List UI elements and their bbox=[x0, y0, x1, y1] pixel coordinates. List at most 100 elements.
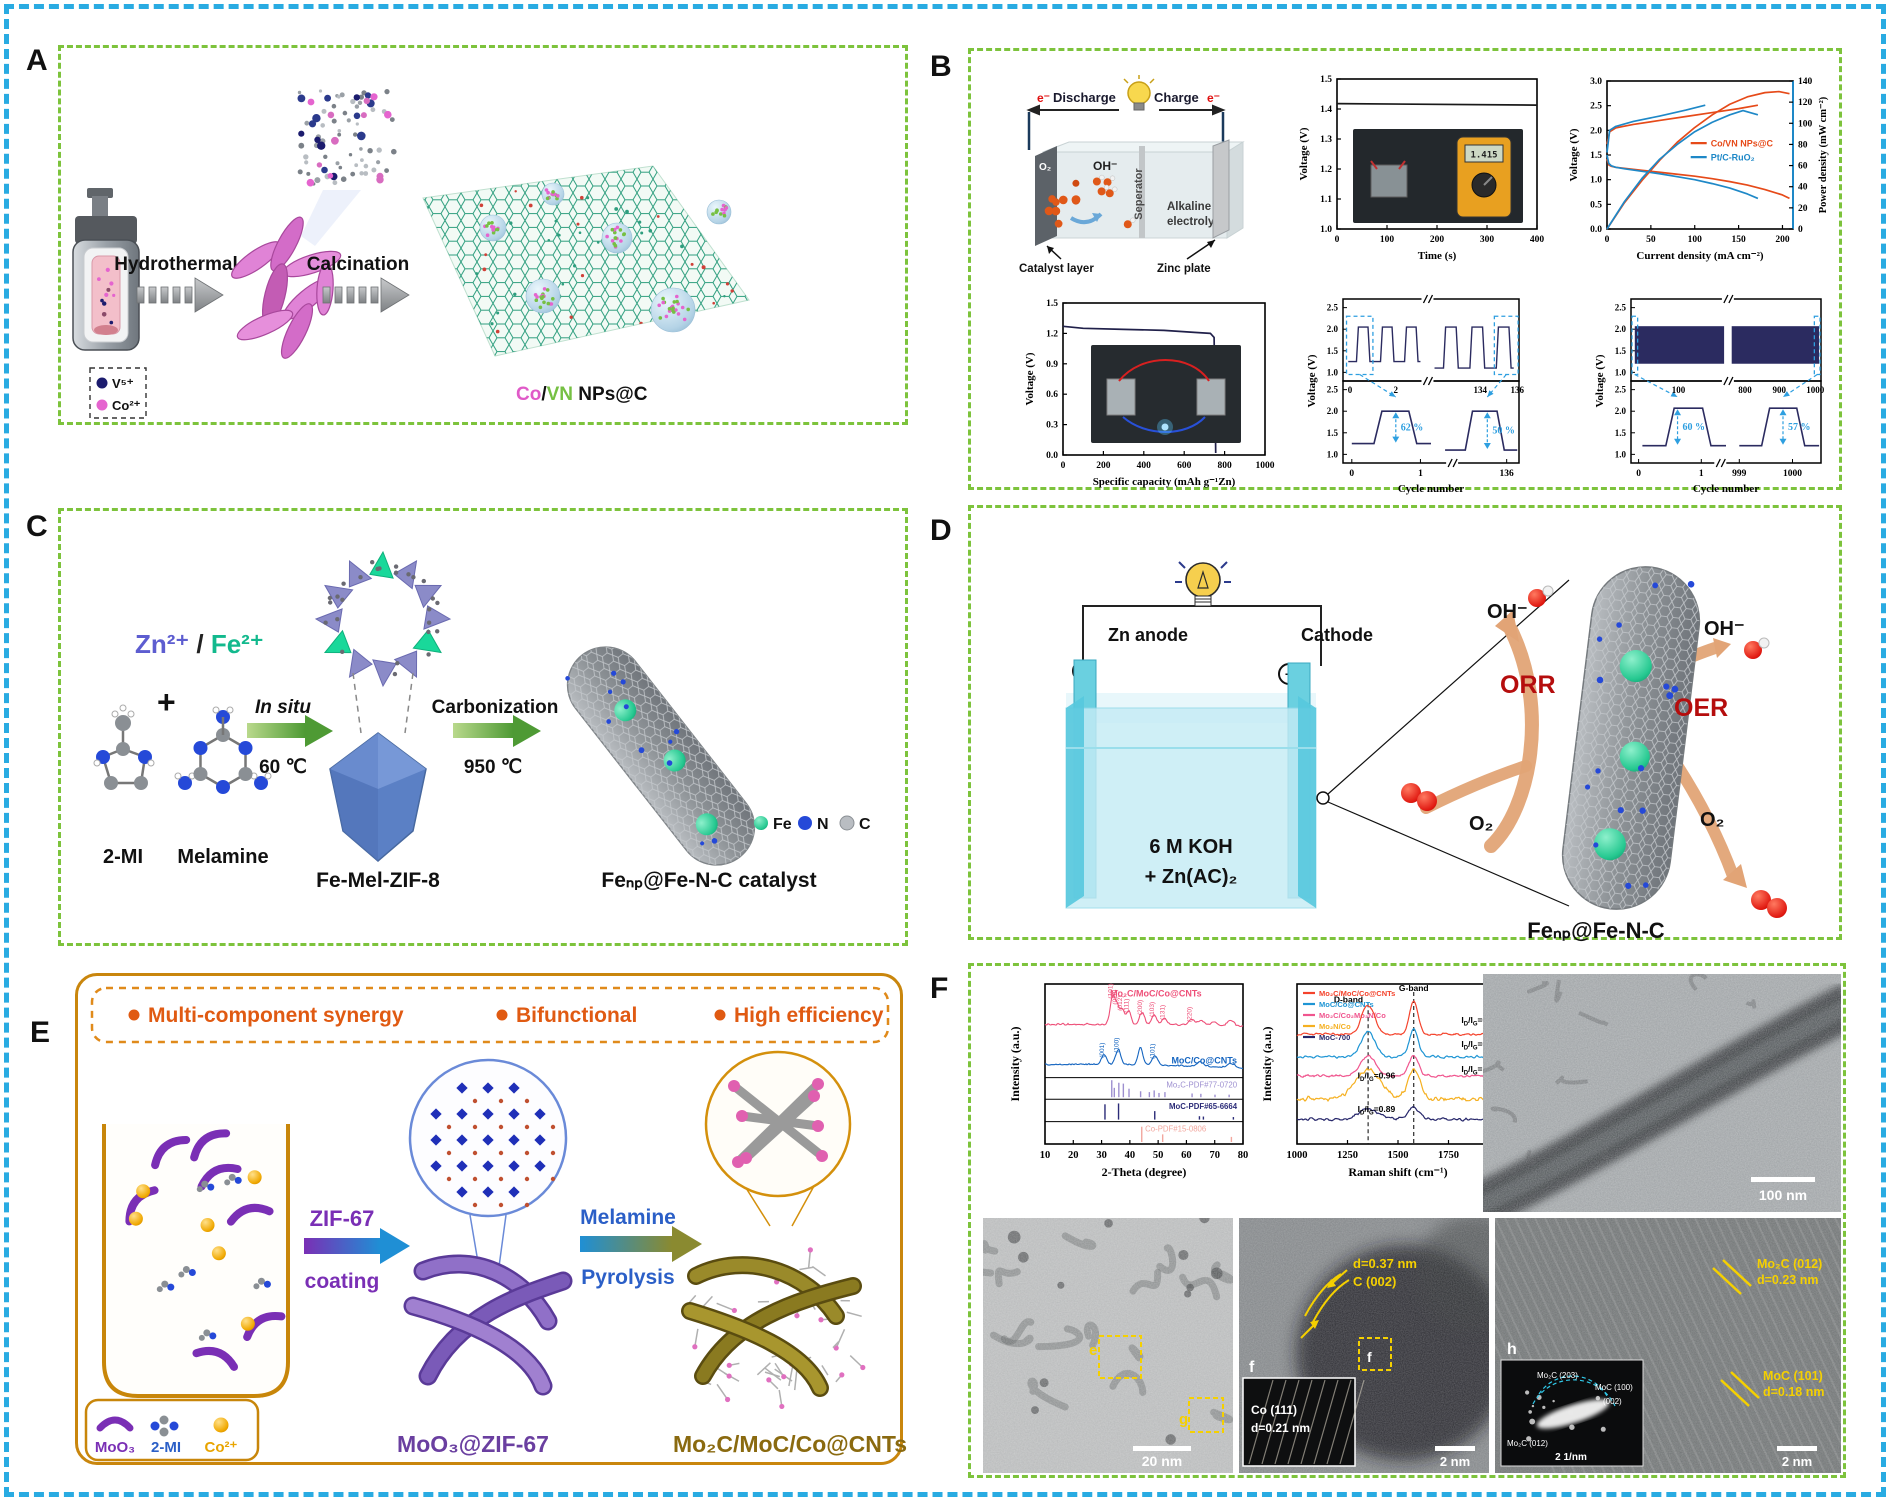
scale-bar bbox=[1751, 1177, 1815, 1182]
svg-text:(220): (220) bbox=[1187, 1007, 1194, 1022]
2mi-molecule-icon bbox=[93, 704, 155, 790]
svg-text:0: 0 bbox=[1061, 461, 1066, 471]
bulb-icon bbox=[1123, 75, 1155, 111]
svg-text:2.5: 2.5 bbox=[1615, 303, 1627, 313]
zoom-point bbox=[1316, 791, 1330, 805]
carbonization-label: Carbonization bbox=[432, 697, 559, 718]
panel-label-f: F bbox=[930, 972, 949, 1005]
svg-text:MoC-PDF#65-6664: MoC-PDF#65-6664 bbox=[1169, 1102, 1238, 1111]
panel-e-synthesis-mo2c: Multi-component synergy Bifunctional Hig… bbox=[75, 973, 907, 1465]
svg-text:60: 60 bbox=[1798, 162, 1808, 172]
legend-v5-label: V⁵⁺ bbox=[112, 376, 134, 391]
svg-text:60: 60 bbox=[1181, 1150, 1192, 1161]
svg-text:1.1: 1.1 bbox=[1320, 195, 1332, 205]
bullet-icon bbox=[714, 1009, 726, 1021]
svg-text:136: 136 bbox=[1510, 385, 1524, 395]
water-molecules bbox=[1092, 174, 1136, 229]
svg-text:(200): (200) bbox=[1137, 1000, 1144, 1015]
svg-text:Pt/C-RuO₂: Pt/C-RuO₂ bbox=[1711, 153, 1755, 163]
svg-text:0.5: 0.5 bbox=[1590, 200, 1602, 210]
svg-text:1.0: 1.0 bbox=[1320, 225, 1332, 235]
oh-left-molecule-icon bbox=[1528, 585, 1554, 607]
inset-label-2: MoC (100) bbox=[1595, 1383, 1633, 1392]
svg-text:Mo₂C/MoC/Co@CNTs: Mo₂C/MoC/Co@CNTs bbox=[1110, 988, 1202, 998]
svg-text:Voltage (V): Voltage (V) bbox=[1306, 354, 1318, 407]
svg-text:40: 40 bbox=[1798, 183, 1808, 193]
legend-c-label: C bbox=[859, 816, 871, 833]
melamine-label: Melamine bbox=[580, 1206, 676, 1229]
panel-e-drawing: Multi-component synergy Bifunctional Hig… bbox=[84, 986, 907, 1462]
mof-structure-icon bbox=[297, 89, 397, 187]
d018-label: d=0.18 nm bbox=[1763, 1385, 1825, 1399]
svg-text:100: 100 bbox=[1672, 385, 1686, 395]
svg-text:ID/IG=0.96: ID/IG=0.96 bbox=[1358, 1070, 1396, 1083]
zif67-label: ZIF-67 bbox=[310, 1206, 375, 1231]
lattice-marker bbox=[1304, 1273, 1350, 1323]
svg-text:120: 120 bbox=[1798, 98, 1813, 108]
svg-text:999: 999 bbox=[1732, 469, 1747, 479]
panel-a-drawing: Hydrothermal Calcination V⁵⁺ Co²⁺ Co/VN … bbox=[72, 89, 750, 419]
banner-item-3: High efficiency bbox=[734, 1004, 884, 1027]
carbon-nanotube-icon bbox=[565, 646, 756, 866]
panel-letter-h: h bbox=[1507, 1341, 1517, 1358]
inset-cone-lines2 bbox=[745, 1185, 815, 1227]
svg-text:D-band: D-band bbox=[1334, 994, 1363, 1004]
panel-b-zn-air-performance: e⁻ Discharge Charge e⁻ O₂ OH⁻ Seperator … bbox=[968, 48, 1842, 495]
oh-left-label: OH⁻ bbox=[1487, 601, 1528, 623]
2mi-icon bbox=[150, 1415, 179, 1437]
zif8-ring-structure-icon bbox=[314, 550, 452, 688]
svg-text:1.415: 1.415 bbox=[1470, 151, 1497, 161]
o2-label: O₂ bbox=[1039, 162, 1051, 173]
inset-lattice bbox=[1242, 1377, 1356, 1467]
melamine-molecule-icon bbox=[174, 706, 272, 794]
zif-label: Fe-Mel-ZIF-8 bbox=[316, 869, 440, 892]
magnifier-cone bbox=[301, 190, 361, 246]
svg-text:1.4: 1.4 bbox=[1320, 105, 1332, 115]
discharge-label: Discharge bbox=[1053, 90, 1116, 105]
svg-text:Mo₂N/Co: Mo₂N/Co bbox=[1319, 1022, 1351, 1031]
svg-text:0.9: 0.9 bbox=[1046, 360, 1058, 370]
cnt-bundle-icon bbox=[728, 1078, 828, 1168]
svg-text:1000: 1000 bbox=[1783, 469, 1802, 479]
svg-text:2.0: 2.0 bbox=[1327, 324, 1339, 334]
arrow-carbonization-icon bbox=[453, 715, 541, 747]
inset-label-4: Mo₂C (012) bbox=[1507, 1439, 1548, 1448]
svg-text:(100): (100) bbox=[1113, 1038, 1120, 1053]
svg-text:1.0: 1.0 bbox=[1327, 449, 1339, 459]
svg-text:G-band: G-band bbox=[1399, 983, 1429, 993]
n-dot-icon bbox=[798, 816, 812, 830]
svg-text:2.0: 2.0 bbox=[1615, 324, 1627, 334]
zif67-structure-icon bbox=[430, 1082, 556, 1208]
moc101-label: MoC (101) bbox=[1763, 1369, 1823, 1383]
o2-right-molecule-icon bbox=[1751, 890, 1787, 918]
fft-inset: Mo₂C (203) MoC (100) (002) Mo₂C (012) 2 … bbox=[1500, 1359, 1644, 1467]
koh-label: 6 M KOH bbox=[1149, 836, 1232, 858]
svg-text:20: 20 bbox=[1068, 1150, 1079, 1161]
svg-text:2.0: 2.0 bbox=[1590, 126, 1602, 136]
tem-image-overview: 100 nm bbox=[1483, 974, 1841, 1212]
fe-dot-icon bbox=[754, 816, 768, 830]
bullet-icon bbox=[128, 1009, 140, 1021]
catalyst-layer-label: Catalyst layer bbox=[1019, 263, 1094, 275]
temp-60-label: 60 ℃ bbox=[259, 757, 307, 778]
svg-text:(111): (111) bbox=[1124, 999, 1131, 1013]
zn-air-cell-schematic: e⁻ Discharge Charge e⁻ O₂ OH⁻ Seperator … bbox=[1019, 75, 1245, 275]
svg-text:(020): (020) bbox=[1112, 989, 1119, 1004]
svg-text:1.0: 1.0 bbox=[1327, 367, 1339, 377]
moo3-icon bbox=[96, 1416, 134, 1432]
product-covn-label: Co/VN NPs@C bbox=[516, 384, 648, 405]
svg-text:1.5: 1.5 bbox=[1320, 75, 1332, 85]
svg-text:0: 0 bbox=[1798, 225, 1803, 235]
arrow-insitu-icon bbox=[247, 715, 333, 747]
svg-text:1.2: 1.2 bbox=[1320, 165, 1332, 175]
hrtem-image-h: Mo₂C (012) d=0.23 nm MoC (101) d=0.18 nm… bbox=[1495, 1218, 1841, 1473]
legend-co2-label: Co²⁺ bbox=[112, 398, 141, 413]
svg-text:Time (s): Time (s) bbox=[1418, 250, 1457, 262]
panel-e-legend: MoO₃ 2-MI Co²⁺ bbox=[84, 1398, 260, 1462]
orr-label: ORR bbox=[1500, 671, 1556, 699]
svg-text:80: 80 bbox=[1798, 140, 1808, 150]
svg-text:(001): (001) bbox=[1099, 1043, 1106, 1058]
precursor-ions-label: Zn²⁺ / Fe²⁺ bbox=[135, 629, 264, 659]
